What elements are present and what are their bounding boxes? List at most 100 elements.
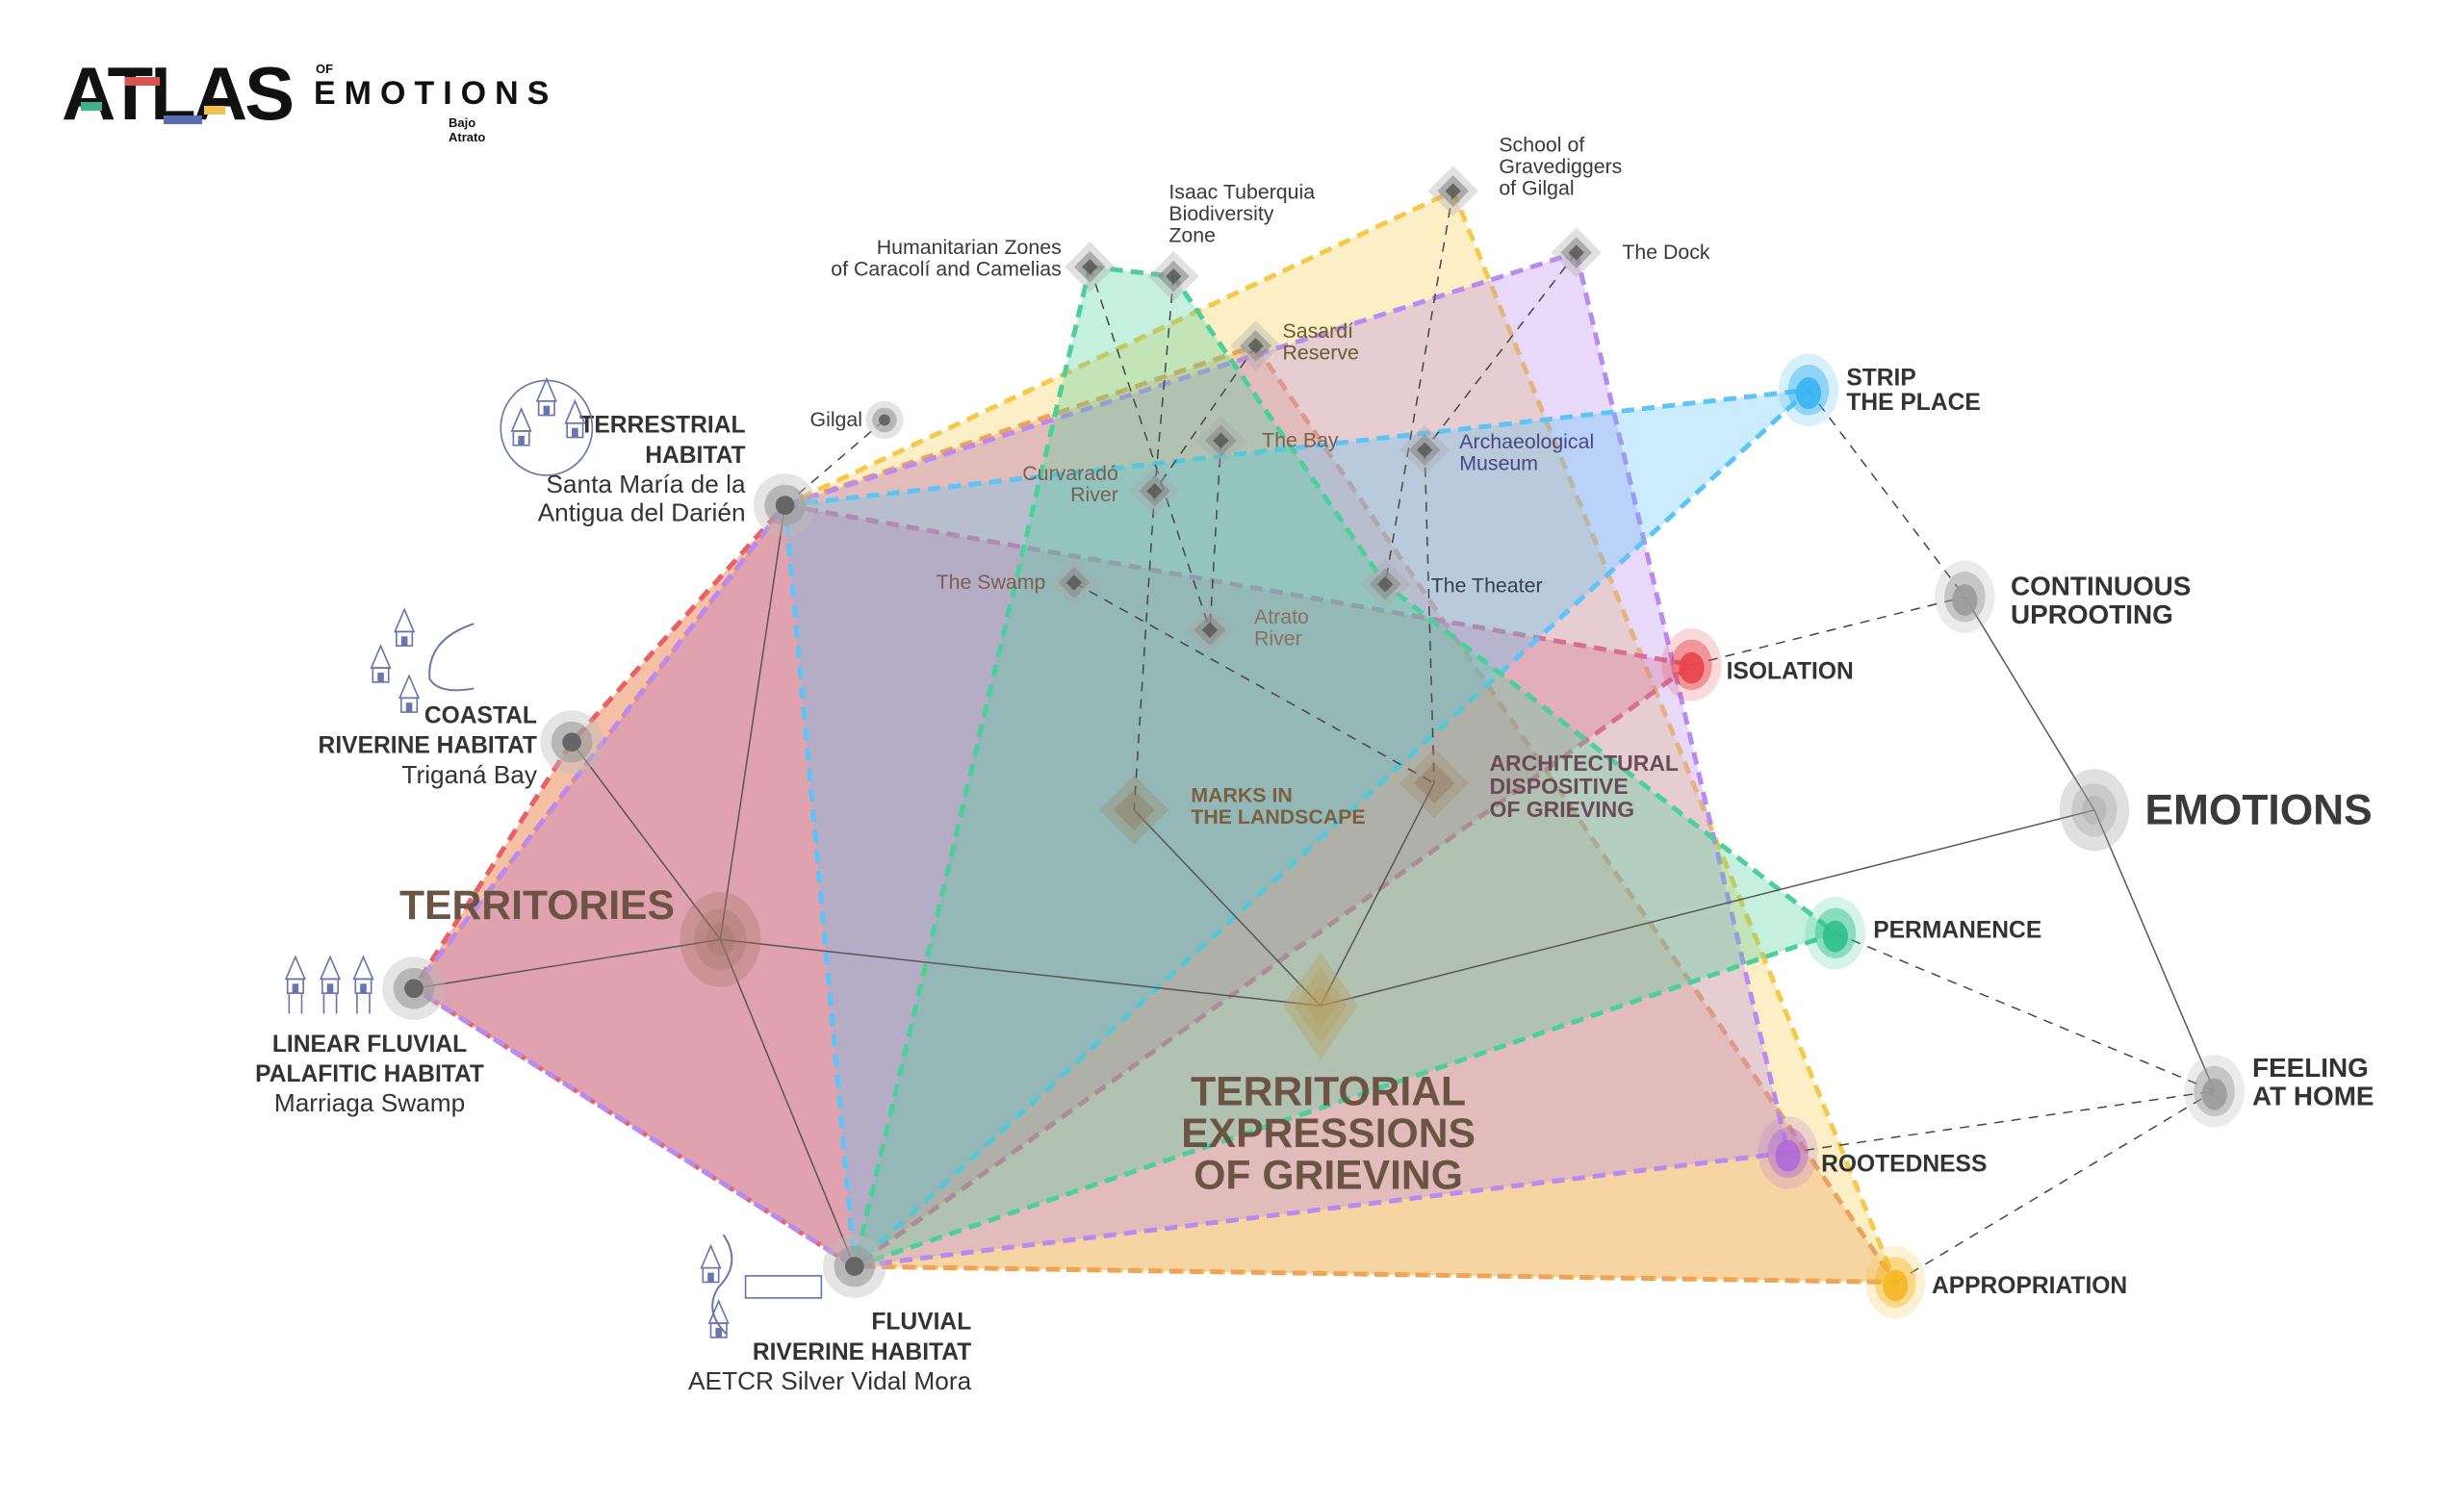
node-continuous[interactable] bbox=[1935, 560, 1995, 634]
label-line: AETCR Silver Vidal Mora bbox=[688, 1366, 972, 1395]
label-line: THE LANDSCAPE bbox=[1191, 805, 1365, 828]
node-gilgal[interactable] bbox=[865, 400, 904, 440]
label-line: AT HOME bbox=[2252, 1081, 2374, 1110]
node-coastal[interactable] bbox=[540, 710, 603, 775]
label-line: FEELING bbox=[2252, 1053, 2369, 1083]
node-curvarado[interactable] bbox=[1129, 466, 1180, 517]
dashed-link-rootedness-feeling bbox=[1787, 1090, 2215, 1154]
dashed-link-strip-continuous bbox=[1808, 389, 1965, 598]
dashed-link-school-theater bbox=[1384, 191, 1454, 585]
dashed-link-humanitarian-atrato bbox=[1089, 267, 1211, 630]
link-terr_center-fluvial bbox=[719, 939, 856, 1267]
logo-stripe bbox=[204, 106, 225, 115]
label-line: Archaeological bbox=[1459, 430, 1594, 453]
node-dock[interactable] bbox=[1551, 227, 1602, 278]
sasardi-area bbox=[410, 343, 1900, 1285]
label-line: Santa María de la bbox=[546, 470, 746, 498]
node-architectural[interactable] bbox=[1399, 748, 1470, 819]
dashed-link-curvarado-marks bbox=[1133, 491, 1156, 810]
label-line: The Dock bbox=[1622, 241, 1710, 264]
emotions-title: EMOTIONS bbox=[2144, 787, 2372, 834]
node-bay[interactable] bbox=[1195, 415, 1246, 467]
label-line: Marriaga Swamp bbox=[274, 1088, 465, 1117]
node-sasardi[interactable] bbox=[1230, 320, 1281, 371]
label-line: Reserve bbox=[1283, 342, 1359, 365]
node-feeling[interactable] bbox=[2184, 1055, 2245, 1128]
label-line: ROOTEDNESS bbox=[1821, 1152, 1987, 1178]
label-line: CONTINUOUS bbox=[2011, 572, 2191, 601]
node-atrato[interactable] bbox=[1184, 604, 1236, 655]
label-appropriation: APPROPRIATION bbox=[1932, 1273, 2127, 1299]
territories-title: TERRITORIES bbox=[399, 882, 675, 929]
link-expr_center-architectural bbox=[1320, 782, 1435, 1007]
label-line: Atrato bbox=[1254, 605, 1309, 628]
link-expr_center-marks bbox=[1133, 809, 1322, 1007]
dashed-link-sasardi-curvarado bbox=[1153, 344, 1257, 492]
node-museum[interactable] bbox=[1399, 424, 1450, 475]
expr-center-hub[interactable] bbox=[1282, 952, 1358, 1060]
dashed-link-museum-architectural bbox=[1424, 449, 1435, 783]
title-line: EXPRESSIONS bbox=[1181, 1110, 1476, 1157]
label-line: Isaac Tuberquia bbox=[1168, 181, 1315, 204]
dashed-link-gilgal-terrestrial bbox=[784, 419, 886, 506]
node-permanence[interactable] bbox=[1805, 897, 1866, 970]
label-line: DISPOSITIVE bbox=[1489, 774, 1628, 799]
node-rootedness[interactable] bbox=[1758, 1116, 1818, 1189]
emotions-center-hub[interactable] bbox=[2059, 769, 2130, 852]
label-line: PALAFITIC HABITAT bbox=[255, 1061, 484, 1087]
dashed-link-isaac-curvarado bbox=[1153, 276, 1175, 492]
dashed-link-bay-atrato bbox=[1209, 440, 1222, 630]
label-line: River bbox=[1070, 483, 1118, 506]
node-swamp[interactable] bbox=[1048, 557, 1100, 608]
label-line: LINEAR FLUVIAL bbox=[272, 1032, 467, 1058]
node-school[interactable] bbox=[1427, 166, 1478, 217]
label-line: ISOLATION bbox=[1727, 659, 1854, 685]
label-line: The Bay bbox=[1262, 428, 1339, 451]
title-line: EMOTIONS bbox=[2144, 787, 2372, 834]
label-line: MARKS IN bbox=[1191, 784, 1292, 807]
link-emotions_center-feeling bbox=[2093, 809, 2216, 1092]
label-line: Curvaradó bbox=[1022, 462, 1118, 485]
label-line: OF GRIEVING bbox=[1489, 797, 1634, 822]
link-expr_center-emotions_center bbox=[1320, 809, 2095, 1007]
node-isolation[interactable] bbox=[1661, 628, 1722, 701]
label-line: THE PLACE bbox=[1846, 390, 1980, 416]
rootedness-area bbox=[410, 249, 1791, 1269]
label-line: Gravediggers bbox=[1499, 155, 1622, 178]
label-line: ARCHITECTURAL bbox=[1489, 751, 1679, 776]
label-swamp: The Swamp bbox=[937, 571, 1046, 594]
node-fluvial[interactable] bbox=[822, 1235, 886, 1298]
link-terr_center-terrestrial bbox=[719, 504, 786, 940]
label-isolation: ISOLATION bbox=[1727, 659, 1854, 685]
node-linear[interactable] bbox=[382, 956, 446, 1021]
label-line: The Swamp bbox=[937, 571, 1046, 594]
node-theater[interactable] bbox=[1359, 558, 1411, 610]
dashed-link-isolation-continuous bbox=[1691, 596, 1965, 666]
fluvial-habitat-icon bbox=[700, 1234, 823, 1338]
logo-of: OF bbox=[316, 62, 334, 76]
title-line: OF GRIEVING bbox=[1194, 1153, 1463, 1199]
logo-stripe bbox=[125, 77, 160, 86]
terr-center-hub[interactable] bbox=[680, 892, 761, 987]
label-line: Antigua del Darién bbox=[538, 498, 746, 527]
logo-stripe bbox=[164, 115, 202, 124]
node-isaac[interactable] bbox=[1148, 250, 1199, 302]
label-rootedness: ROOTEDNESS bbox=[1821, 1152, 1987, 1178]
node-strip[interactable] bbox=[1778, 353, 1839, 427]
label-gilgal: Gilgal bbox=[809, 408, 862, 431]
link-terr_center-coastal bbox=[571, 741, 721, 940]
node-marks[interactable] bbox=[1099, 775, 1169, 845]
node-appropriation[interactable] bbox=[1865, 1245, 1926, 1319]
label-line: Biodiversity bbox=[1168, 202, 1273, 225]
label-dock: The Dock bbox=[1622, 241, 1710, 264]
node-terrestrial[interactable] bbox=[753, 473, 817, 537]
label-line: STRIP bbox=[1846, 365, 1915, 391]
